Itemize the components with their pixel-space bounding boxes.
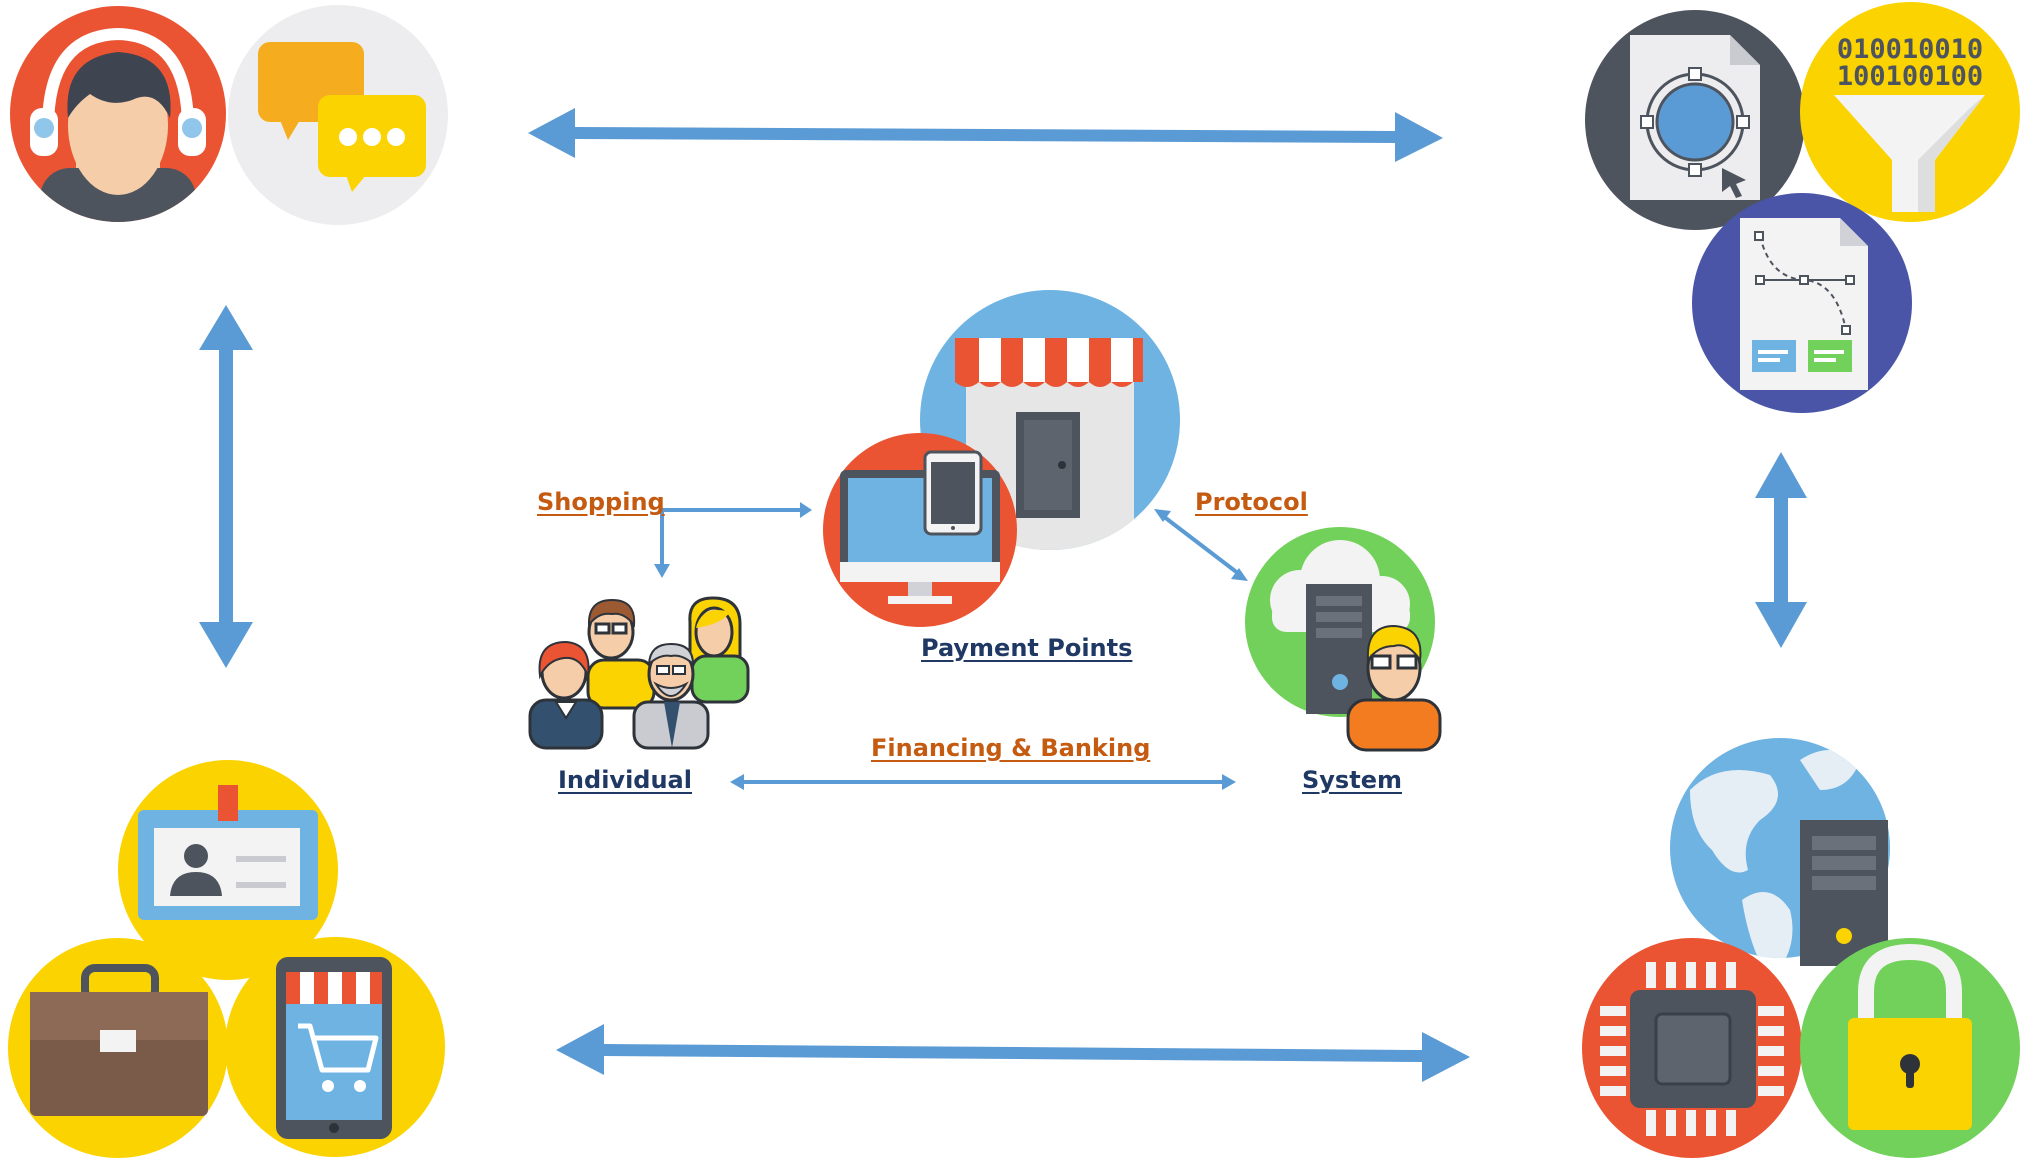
binary-line-2: 100100100 [1837, 61, 1983, 92]
binary-line-1: 010010010 [1837, 34, 1983, 65]
id-card-icon [118, 760, 338, 980]
label-payment-points: Payment Points [921, 634, 1133, 662]
arrow-financing-banking [730, 774, 1236, 790]
arrow-left-vertical [199, 305, 253, 668]
arrow-top-horizontal [528, 108, 1443, 162]
system-server-cloud-icon [1245, 527, 1442, 752]
mobile-shopping-icon [225, 937, 445, 1157]
globe-server-icon [1670, 738, 1890, 966]
arrow-right-vertical [1755, 452, 1807, 648]
chat-bubbles-icon [228, 5, 448, 225]
vector-path-document-icon [1692, 193, 1912, 413]
arrow-protocol [1154, 509, 1248, 581]
support-agent-icon [10, 6, 226, 222]
label-individual: Individual [558, 766, 692, 794]
label-protocol: Protocol [1195, 488, 1308, 516]
design-document-icon [1585, 10, 1805, 230]
label-system: System [1302, 766, 1402, 794]
arrow-bottom-horizontal [556, 1024, 1470, 1082]
briefcase-icon [8, 938, 228, 1158]
label-shopping: Shopping [537, 488, 665, 516]
data-filter-funnel-icon: 010010010 100100100 [1800, 2, 2020, 222]
cpu-chip-icon [1582, 938, 1802, 1158]
individuals-group-icon [528, 596, 750, 750]
monitor-tablet-icon [823, 433, 1017, 627]
padlock-icon [1800, 938, 2020, 1158]
arrow-shopping-elbow [654, 502, 812, 578]
label-financing-banking: Financing & Banking [871, 734, 1151, 762]
